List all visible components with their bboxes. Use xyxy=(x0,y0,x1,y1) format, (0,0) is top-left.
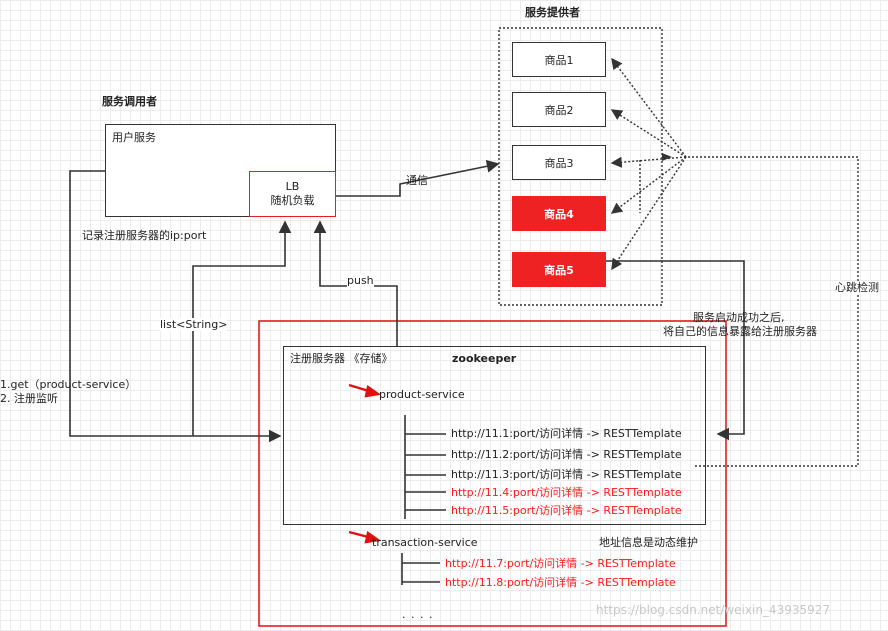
registry-entry: http://11.3:port/访问详情 -> RESTTemplate xyxy=(451,468,682,481)
heartbeat-edge xyxy=(686,156,859,467)
dynamic-label: 地址信息是动态维护 xyxy=(599,536,698,549)
record-ip-label: 记录注册服务器的ip:port xyxy=(82,229,207,242)
product-label: 商品1 xyxy=(544,53,574,67)
communication-edge xyxy=(336,159,500,197)
lb-title: LB xyxy=(285,180,300,193)
product-label: 商品5 xyxy=(544,263,574,277)
communication-label: 通信 xyxy=(406,174,428,187)
registry-entry-new: http://11.4:port/访问详情 -> RESTTemplate xyxy=(451,486,682,499)
registry-entry-new: http://11.5:port/访问详情 -> RESTTemplate xyxy=(451,504,682,517)
lb-box[interactable]: LB 随机负载 xyxy=(249,171,336,217)
product-label: 商品2 xyxy=(544,103,574,117)
get-label-line2: 2. 注册监听 xyxy=(0,392,58,405)
product-box-1[interactable]: 商品1 xyxy=(512,42,606,77)
user-service-label: 用户服务 xyxy=(112,131,156,144)
transaction-entry: http://11.8:port/访问详情 -> RESTTemplate xyxy=(445,576,676,589)
registry-entry: http://11.2:port/访问详情 -> RESTTemplate xyxy=(451,448,682,461)
transaction-service-label: transaction-service xyxy=(372,536,478,549)
transaction-entry: http://11.7:port/访问详情 -> RESTTemplate xyxy=(445,557,676,570)
product-service-label: product-service xyxy=(379,388,465,401)
registry-box[interactable] xyxy=(283,346,706,525)
product-box-5[interactable]: 商品5 xyxy=(512,252,606,287)
provider-title: 服务提供者 xyxy=(525,6,580,19)
ellipsis: . . . . xyxy=(402,608,434,621)
registry-title: 注册服务器 《存储》 xyxy=(290,352,393,365)
startup-label-line1: 服务启动成功之后, xyxy=(693,311,785,324)
watermark: https://blog.csdn.net/weixin_43935927 xyxy=(596,603,831,617)
get-label-line1: 1.get（product-service） xyxy=(0,378,137,391)
red-zookeeper-boundary xyxy=(258,320,727,627)
heartbeat-label: 心跳检测 xyxy=(835,281,879,294)
list-edge xyxy=(192,220,292,436)
product-box-3[interactable]: 商品3 xyxy=(512,145,606,180)
startup-label-line2: 将自己的信息暴露给注册服务器 xyxy=(663,325,817,338)
product-box-4[interactable]: 商品4 xyxy=(512,196,606,231)
registry-entry: http://11.1:port/访问详情 -> RESTTemplate xyxy=(451,427,682,440)
push-label: push xyxy=(347,274,374,287)
register-edge xyxy=(606,260,745,441)
get-edge xyxy=(69,170,282,443)
list-label: list<String> xyxy=(160,318,228,331)
product-box-2[interactable]: 商品2 xyxy=(512,92,606,127)
product-label: 商品3 xyxy=(544,156,574,170)
lb-subtitle: 随机负载 xyxy=(270,194,315,207)
registry-brand: zookeeper xyxy=(452,352,517,365)
consumer-title: 服务调用者 xyxy=(102,95,157,108)
product-label: 商品4 xyxy=(544,207,574,221)
